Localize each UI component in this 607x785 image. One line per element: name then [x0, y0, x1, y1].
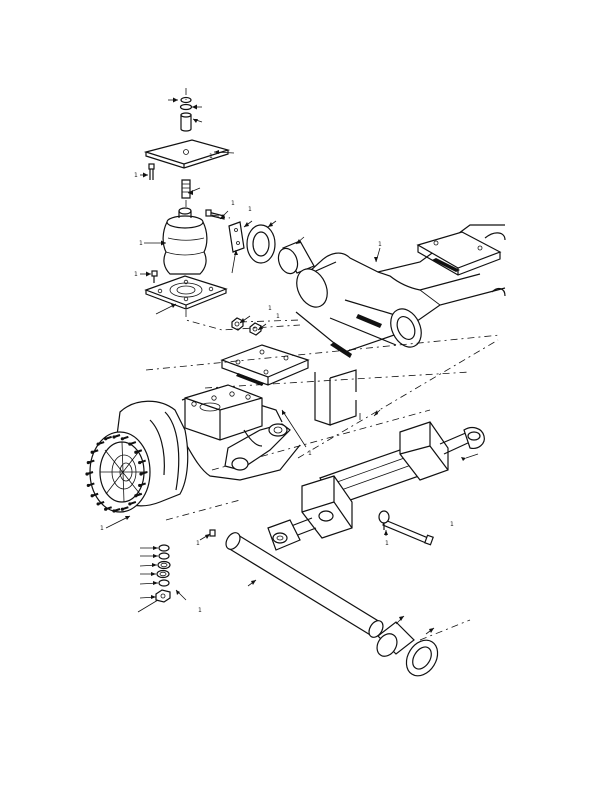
item-number-labels: 1 1 1 1 1 1 1 1 1 1 1 1 1 1 1 — [100, 153, 454, 614]
item-label: 1 — [450, 521, 454, 528]
wheel-stud-nut — [90, 450, 94, 454]
wheel-stud-nut — [120, 507, 124, 511]
axle-housing — [89, 384, 301, 513]
item-label: 1 — [231, 200, 235, 207]
item-label: 1 — [385, 540, 389, 547]
hub-nut-stack — [155, 544, 171, 603]
item-label: 1 — [100, 525, 104, 532]
item-label: 1 — [308, 450, 312, 457]
wheel-stud-nut — [112, 435, 116, 439]
wheel-stud-nut — [139, 472, 143, 476]
mount-hardware-stack — [143, 96, 231, 310]
arrow-heads — [125, 97, 466, 633]
wheel-stud-nut — [138, 460, 142, 465]
walking-beam-frame — [220, 224, 506, 426]
wheel-stud-nut — [86, 460, 90, 465]
wheel-stud-nut — [104, 437, 108, 441]
wheel-stud-nut — [128, 502, 132, 506]
item-label: 1 — [248, 206, 252, 213]
long-pin-and-bushing — [209, 529, 439, 677]
item-label: 1 — [139, 240, 143, 247]
wheel-stud-nut — [96, 442, 100, 446]
wheel-stud-nut — [134, 494, 138, 498]
wheel-stud-nut — [90, 494, 94, 498]
wheel-stud-nut — [128, 442, 132, 446]
item-label: 1 — [268, 305, 272, 312]
item-label: 1 — [134, 271, 138, 278]
wheel-stud-nut — [120, 437, 124, 441]
wheel-stud-nut — [86, 483, 90, 488]
wheel-stud-nut — [138, 483, 142, 488]
center-lines — [145, 88, 501, 641]
item-label: 1 — [209, 153, 213, 160]
hydraulic-cylinder — [267, 421, 485, 551]
item-label: 1 — [134, 172, 138, 179]
wheel-stud-nut — [85, 472, 89, 476]
item-label: 1 — [378, 241, 382, 248]
wheel-studs — [85, 434, 148, 513]
wheel-stud-nut — [96, 502, 100, 506]
pivot-pin-hardware — [205, 209, 315, 336]
item-label: 1 — [198, 607, 202, 614]
wheel-stud-nut — [134, 450, 138, 454]
wheel-stud-nut — [104, 507, 108, 511]
item-label: 1 — [196, 540, 200, 547]
item-label: 1 — [276, 313, 280, 320]
wheel-stud-nut — [112, 509, 116, 513]
